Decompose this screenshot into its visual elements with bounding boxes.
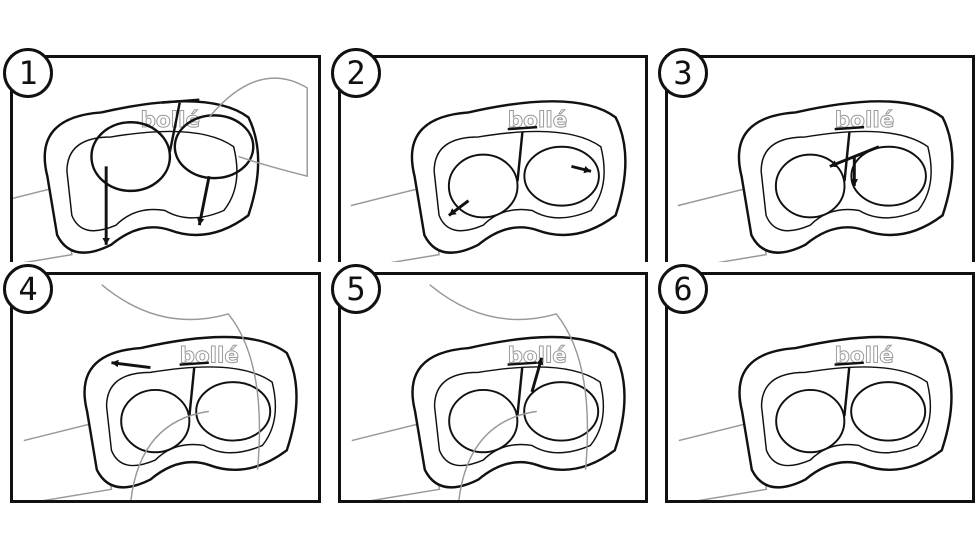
arrow-head-icon (196, 217, 205, 226)
insert-right-lens (173, 114, 255, 180)
insert-bridge-clip (161, 98, 200, 152)
insert-bridge-clip (834, 361, 864, 417)
insert-right-lens (195, 381, 272, 442)
insert-left-lens (120, 388, 191, 454)
arrow-head-icon (850, 179, 859, 186)
arrow (197, 175, 211, 226)
insert-left-lens (774, 153, 846, 219)
step-number-1: 1 (3, 48, 53, 98)
insert-bridge-clip (507, 361, 537, 417)
insert-right-lens (523, 381, 600, 442)
step-number-2: 2 (331, 48, 381, 98)
arrow-head-icon (583, 165, 592, 174)
insert-right-lens (523, 145, 600, 207)
goggles-insert-illustration: bollé (13, 77, 308, 262)
insert-left-lens (775, 388, 846, 454)
goggle-lens (66, 130, 238, 232)
goggle-lens (105, 366, 277, 467)
hand (429, 284, 589, 500)
step-panel-1: bollé (10, 55, 321, 262)
step-number-4: 4 (3, 264, 53, 314)
goggles-insert-illustration: bollé (351, 284, 626, 500)
goggles-insert-illustration: bollé (350, 100, 627, 262)
insert-right-lens (850, 381, 927, 442)
arrow-head-icon (536, 357, 544, 366)
insert-left-lens (447, 153, 519, 219)
step-panel-6: bollé (665, 272, 975, 503)
goggle-lens (433, 130, 605, 232)
step-panel-3: bollé (665, 55, 975, 262)
hand (208, 77, 308, 178)
insert-bridge-clip (179, 361, 209, 417)
insert-bridge-clip (507, 125, 538, 182)
step-panel-2: bollé (338, 55, 648, 262)
goggles-insert-illustration: bollé (23, 284, 298, 500)
goggles-insert-illustration: bollé (677, 100, 954, 262)
insert-left-lens (448, 388, 519, 454)
insert-left-lens (90, 121, 172, 193)
arrow-head-icon (111, 359, 119, 368)
step-panel-4: bollé (10, 272, 321, 503)
insert-right-lens (850, 145, 927, 207)
arrow-head-icon (829, 160, 838, 168)
goggle-lens (760, 366, 932, 467)
step-number-5: 5 (331, 264, 381, 314)
goggle-lens (433, 366, 605, 467)
arrow-head-icon (102, 237, 110, 245)
insert-bridge-clip (834, 125, 865, 182)
step-panel-5: bollé (338, 272, 648, 503)
step-number-3: 3 (658, 48, 708, 98)
hand (101, 284, 261, 500)
goggles-insert-illustration: bollé (678, 335, 953, 500)
step-number-6: 6 (658, 264, 708, 314)
goggle-lens (760, 130, 932, 232)
arrow-head-icon (448, 208, 457, 216)
